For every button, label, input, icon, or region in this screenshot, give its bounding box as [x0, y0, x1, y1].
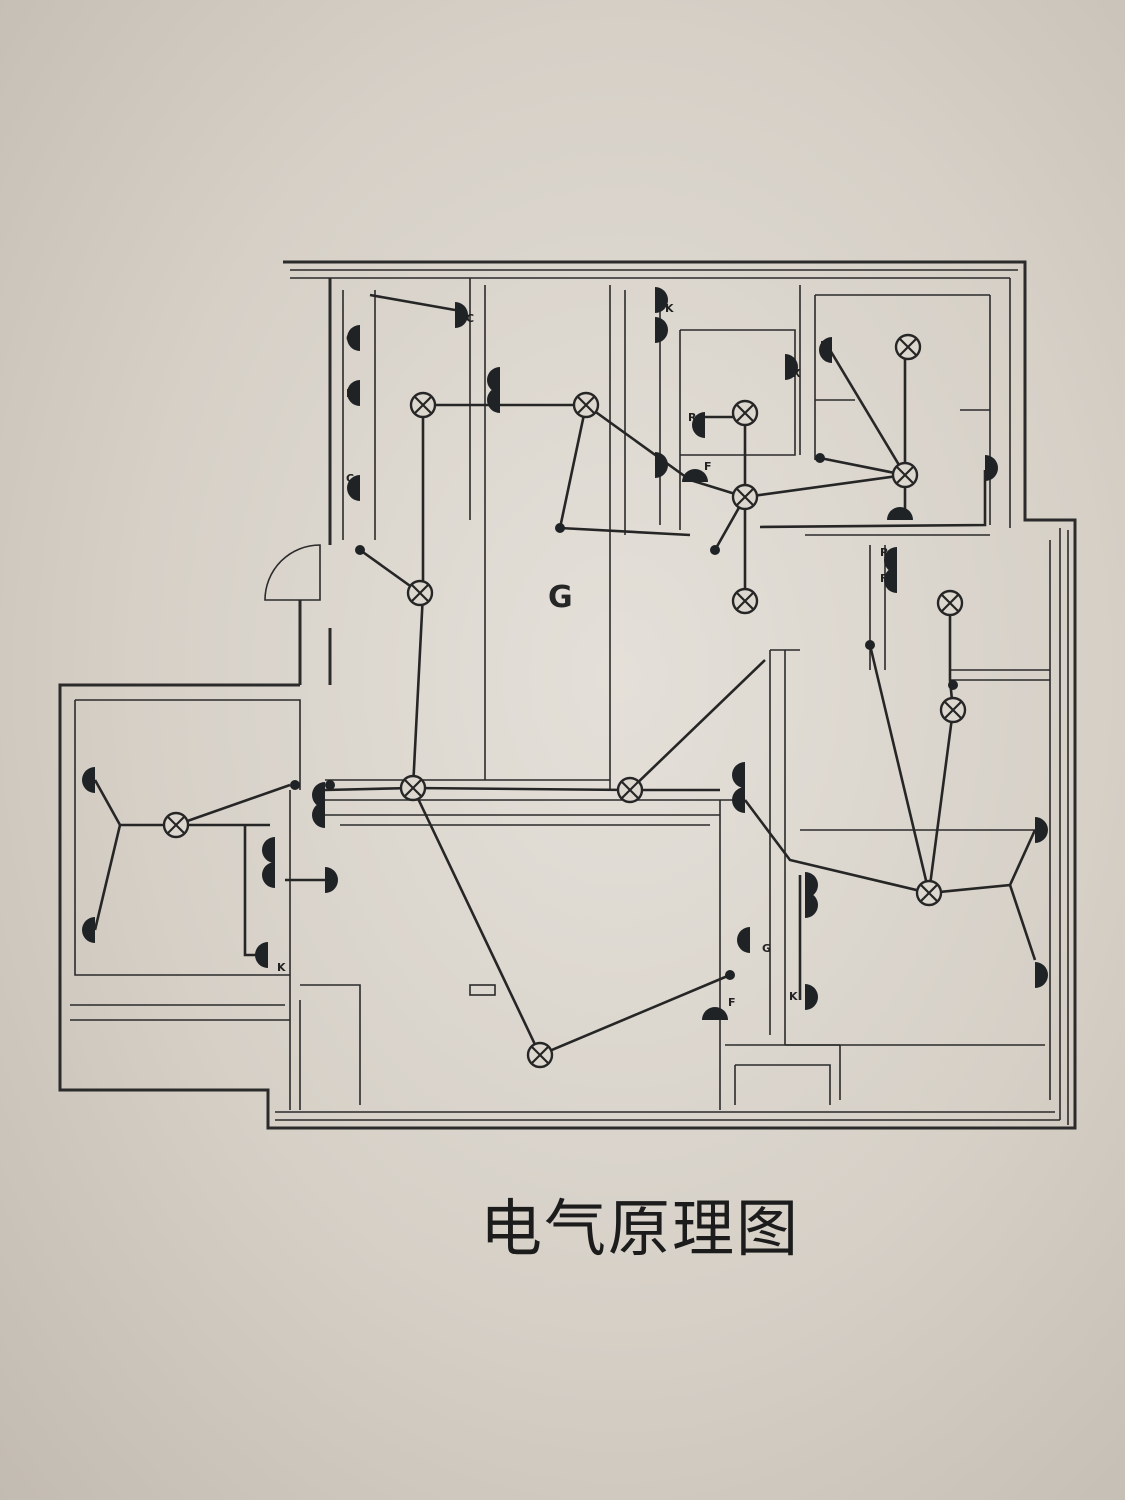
ceiling-light-icon: [409, 391, 437, 419]
socket-label: R: [688, 411, 697, 424]
ceiling-light-icon: [891, 461, 919, 489]
socket-icon: [455, 302, 468, 328]
switch-icon: [355, 545, 365, 555]
socket-label: P: [346, 387, 354, 400]
socket-icon: [887, 507, 913, 520]
socket-icon: [487, 387, 500, 413]
ceiling-light-icon: [731, 483, 759, 511]
socket-icon: [347, 380, 360, 406]
socket-icon: [884, 547, 897, 573]
ceiling-light-icon: [915, 879, 943, 907]
socket-icon: [785, 354, 798, 380]
socket-label: K: [665, 302, 674, 315]
socket-label: C: [346, 332, 354, 345]
switch-icon: [710, 545, 720, 555]
ceiling-light-icon: [731, 587, 759, 615]
socket-label: C: [346, 472, 354, 485]
switch-icon: [815, 453, 825, 463]
socket-icon: [682, 469, 708, 482]
socket-label: X: [792, 367, 801, 380]
socket-icon: [312, 782, 325, 808]
socket-icon: [1035, 962, 1048, 988]
socket-icon: [325, 867, 338, 893]
socket-icon: [985, 455, 998, 481]
socket-label: F: [820, 339, 828, 352]
socket-icon: [262, 837, 275, 863]
ceiling-light-icon: [616, 776, 644, 804]
wiring: [93, 293, 1037, 1057]
socket-icon: [805, 984, 818, 1010]
switch-icon: [290, 780, 300, 790]
ceiling-light-icon: [406, 579, 434, 607]
switch-icon: [865, 640, 875, 650]
socket-icon: [487, 367, 500, 393]
socket-label: F: [728, 996, 736, 1009]
ceiling-light-icon: [162, 811, 190, 839]
socket-icon: [262, 862, 275, 888]
socket-icon: [884, 567, 897, 593]
socket-label: G: [762, 942, 771, 955]
socket-icon: [347, 325, 360, 351]
socket-label: F: [704, 460, 712, 473]
socket-icon: [82, 767, 95, 793]
socket-icon: [82, 917, 95, 943]
ceiling-light-icon: [526, 1041, 554, 1069]
ceiling-light-icon: [894, 333, 922, 361]
socket-label: K: [277, 961, 286, 974]
socket-icon: [655, 452, 668, 478]
socket-icon: [702, 1007, 728, 1020]
room-label: G: [548, 580, 573, 615]
switch-icon: [725, 970, 735, 980]
socket-icon: [1035, 817, 1048, 843]
socket-icon: [805, 872, 818, 898]
sockets: [82, 287, 1048, 1020]
socket-icon: [255, 942, 268, 968]
socket-label: K: [789, 990, 798, 1003]
ceiling-light-icon: [939, 696, 967, 724]
switch-icon: [325, 780, 335, 790]
socket-icon: [655, 317, 668, 343]
socket-label: F: [880, 572, 888, 585]
socket-icon: [692, 412, 705, 438]
ceiling-light-icon: [731, 399, 759, 427]
switch-icon: [555, 523, 565, 533]
ceiling-light-icon: [399, 774, 427, 802]
socket-icon: [655, 287, 668, 313]
ceiling-light-icon: [572, 391, 600, 419]
socket-icon: [732, 762, 745, 788]
switch-icon: [948, 680, 958, 690]
socket-icon: [737, 927, 750, 953]
socket-label: R: [880, 546, 889, 559]
socket-icon: [819, 337, 832, 363]
socket-label: C: [466, 312, 474, 325]
socket-icon: [732, 787, 745, 813]
ceiling-light-icon: [936, 589, 964, 617]
socket-icon: [347, 475, 360, 501]
socket-icon: [312, 802, 325, 828]
ceiling-lights: [162, 333, 967, 1069]
socket-icon: [805, 892, 818, 918]
walls: [58, 260, 1077, 1130]
diagram-title: 电气原理图: [480, 1192, 801, 1265]
